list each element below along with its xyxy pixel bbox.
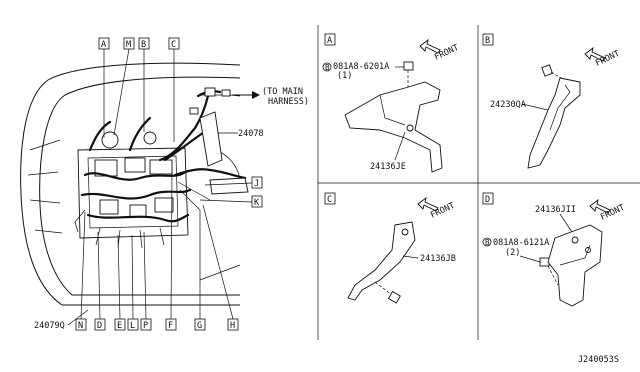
svg-text:H: H [230,321,235,331]
svg-text:A: A [101,40,106,50]
diagram-code: J240053S [578,355,619,365]
svg-text:E: E [117,321,122,331]
svg-text:D: D [485,195,490,205]
part-number-24136JB: 24136JB [420,254,456,264]
svg-text:G: G [197,321,202,331]
panel-B: B FRONT 24230QA [482,33,621,169]
callout-M[interactable]: M [113,37,135,136]
bolt-icon-d: B [482,237,492,247]
part-number-24136JE: 24136JE [370,162,406,172]
svg-text:A: A [327,36,332,46]
callout-J[interactable]: J [204,176,263,189]
callout-B[interactable]: B [138,37,150,132]
front-label-d: FRONT [599,203,626,223]
callout-K[interactable]: K [199,195,263,208]
panel-D: D FRONT 24136JII B 081A8-6121A (2) [482,192,626,307]
front-arrow-icon [419,38,441,54]
svg-text:B: B [325,63,330,72]
svg-text:C: C [171,40,176,50]
part-number-24230QA: 24230QA [490,100,526,110]
part-number-24079Q: 24079Q [34,321,65,331]
front-label-c: FRONT [429,201,456,221]
svg-text:D: D [97,321,102,331]
callout-C-top[interactable]: C [168,37,180,142]
svg-text:B: B [485,238,490,247]
part-number-24136JII: 24136JII [535,205,576,215]
panel-C: C FRONT 24136JB [324,192,456,304]
svg-text:J: J [254,179,259,189]
svg-text:N: N [78,321,83,331]
main-harness-note-line2: HARNESS) [268,97,309,107]
svg-text:C: C [327,195,332,205]
svg-text:K: K [254,198,260,208]
callout-L[interactable]: L [127,234,139,331]
engine-room-harness [74,87,249,249]
panel-grid [317,25,640,340]
callout-A[interactable]: A [98,37,110,138]
callout-D-bottom[interactable]: D [94,231,106,331]
front-label-a: FRONT [433,43,460,63]
front-arrow-icon [417,196,439,212]
main-harness-note-line1: (TO MAIN [262,87,303,97]
svg-text:B: B [485,36,490,46]
front-arrow-icon [589,198,611,214]
front-arrow-icon [584,46,606,62]
bolt-number-a: 081A8-6201A [333,62,389,72]
part-number-24078: 24078 [238,129,264,139]
svg-text:M: M [126,40,131,50]
front-label-b: FRONT [594,49,621,69]
bolt-number-d: 081A8-6121A [493,238,549,248]
callout-H[interactable]: H [202,204,239,331]
callout-E[interactable]: E [114,234,126,331]
panel-A: A FRONT B 081A8-6201A (1) 24136JE [322,33,460,173]
callout-F[interactable]: F [165,171,177,331]
bolt-qty-a: (1) [337,71,352,81]
svg-text:L: L [130,321,135,331]
bolt-icon-a: B [322,62,332,72]
svg-text:F: F [168,321,173,331]
svg-text:P: P [143,321,148,331]
callout-P[interactable]: P [140,231,152,331]
svg-text:B: B [141,40,146,50]
to-main-harness-arrow [232,91,260,99]
callout-N[interactable]: N [75,211,87,331]
bolt-qty-d: (2) [505,248,520,258]
callout-G[interactable]: G [194,240,206,331]
